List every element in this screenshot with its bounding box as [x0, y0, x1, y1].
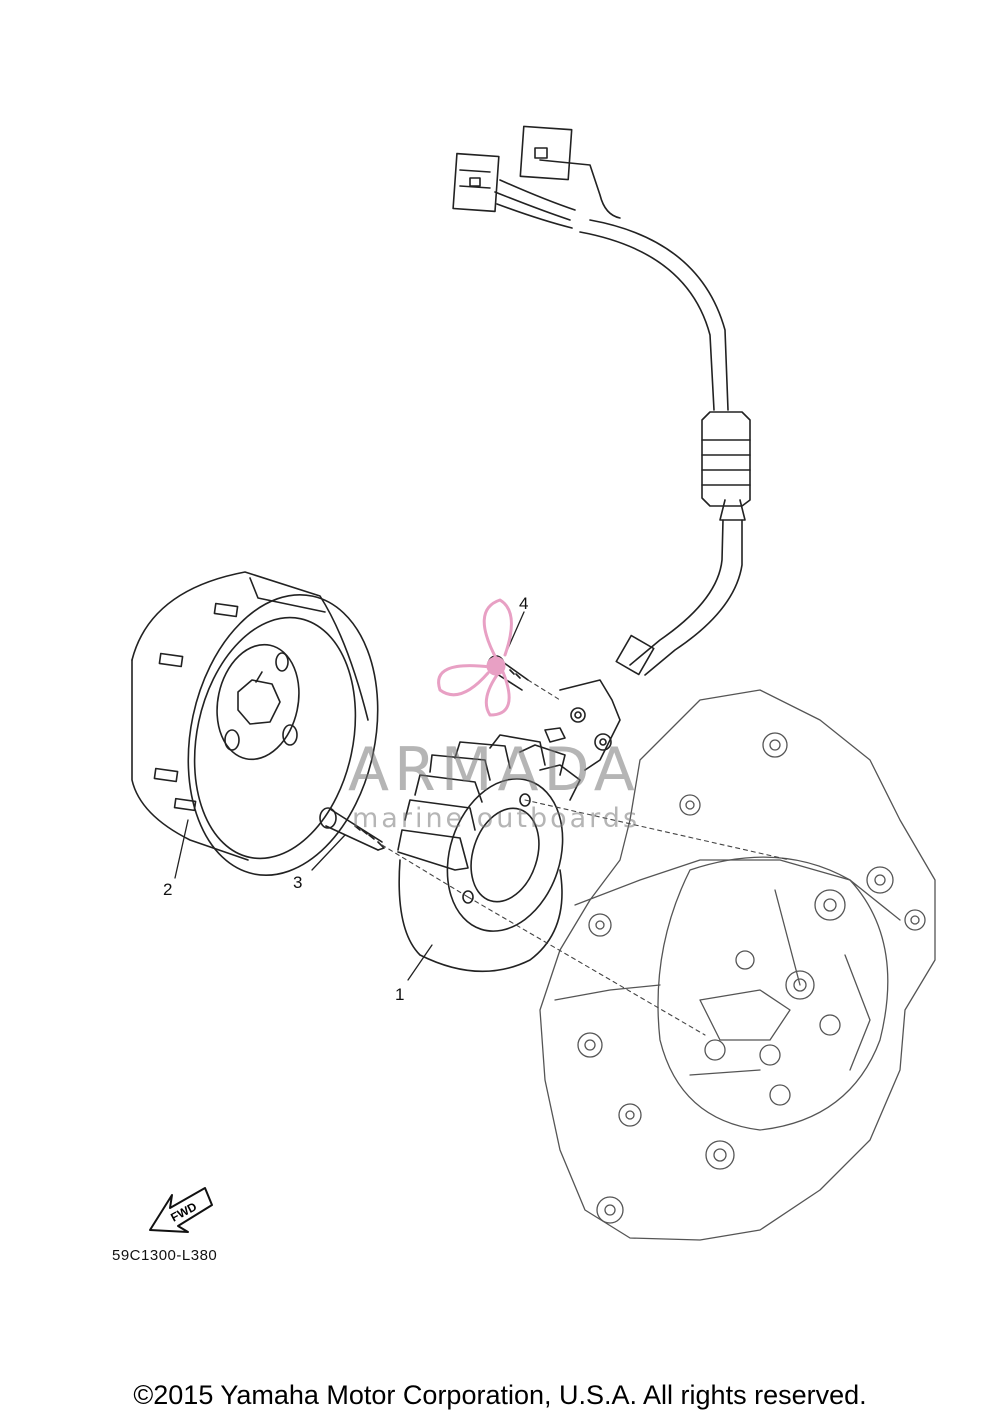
callout-2: 2: [163, 880, 173, 899]
callout-1: 1: [395, 985, 405, 1004]
callout-4: 4: [519, 594, 529, 613]
watermark-propeller-logo: [437, 598, 513, 717]
fwd-arrow-icon: [149, 1187, 213, 1233]
watermark-name: ARMADA: [348, 735, 640, 805]
flywheel-rotor: [131, 571, 379, 877]
engine-crankcase: [539, 689, 936, 1241]
leader-lines: [174, 611, 525, 981]
alignment-lines: [381, 679, 791, 1036]
wire-harness: [452, 125, 751, 771]
callout-3: 3: [293, 873, 303, 892]
stator-coil: [397, 734, 581, 973]
stator-bolt: [319, 807, 385, 851]
watermark-tagline: marine outboards: [352, 803, 641, 834]
copyright-notice: ©2015 Yamaha Motor Corporation, U.S.A. A…: [133, 1380, 867, 1410]
diagram-part-code: 59C1300-L380: [112, 1247, 218, 1264]
